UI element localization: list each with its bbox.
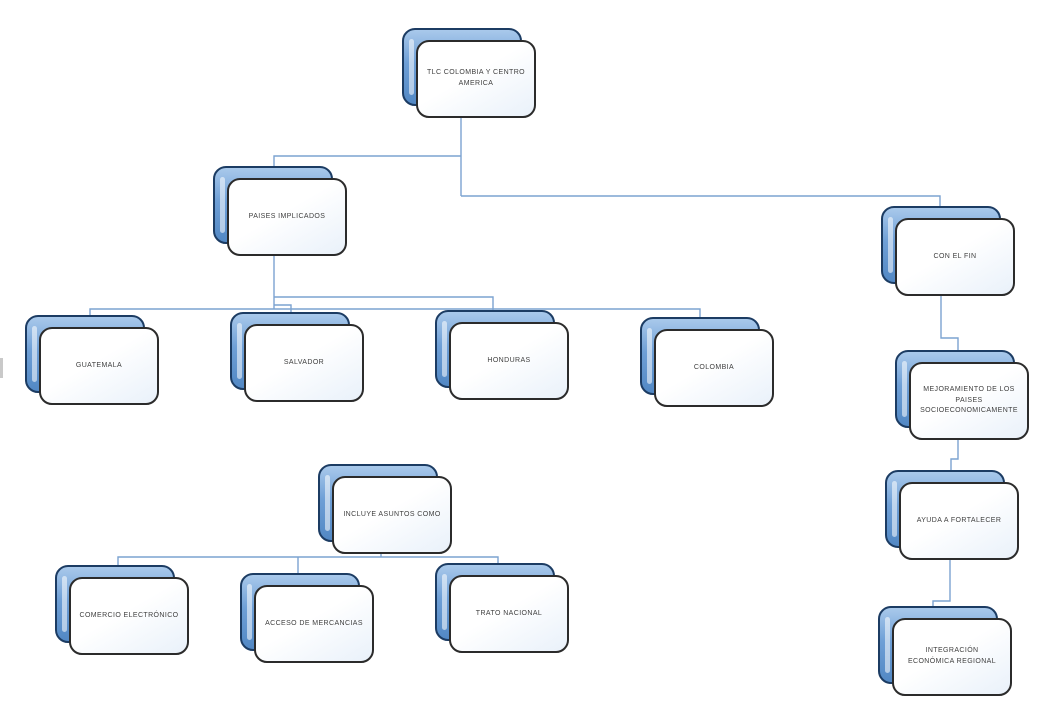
node-label: COMERCIO ELECTRÓNICO — [79, 611, 179, 619]
node-front-box: GUATEMALA — [39, 327, 159, 405]
node-paises-implicados[interactable]: PAISES IMPLICADOS — [213, 166, 351, 260]
connector-confin-mejoramiento — [940, 296, 959, 351]
node-comercio-electronico[interactable]: COMERCIO ELECTRÓNICO — [55, 565, 193, 659]
gloss-highlight — [409, 39, 414, 95]
gloss-highlight — [237, 323, 242, 379]
connector-paises-rail — [89, 308, 701, 318]
node-salvador[interactable]: SALVADOR — [230, 312, 368, 406]
connector-incluye-rail — [117, 556, 499, 566]
node-front-box: ACCESO DE MERCANCIAS — [254, 585, 374, 663]
gloss-highlight — [442, 574, 447, 630]
connector-paises-salvador — [274, 304, 292, 313]
node-front-box: SALVADOR — [244, 324, 364, 402]
gloss-highlight — [220, 177, 225, 233]
node-con-el-fin[interactable]: CON EL FIN — [881, 206, 1019, 300]
node-incluye-asuntos-como[interactable]: INCLUYE ASUNTOS COMO — [318, 464, 456, 558]
gloss-highlight — [442, 321, 447, 377]
node-front-box: PAISES IMPLICADOS — [227, 178, 347, 256]
node-honduras[interactable]: HONDURAS — [435, 310, 573, 404]
connector-paises-honduras — [274, 296, 494, 311]
node-colombia[interactable]: COLOMBIA — [640, 317, 778, 411]
node-front-box: COLOMBIA — [654, 329, 774, 407]
gloss-highlight — [62, 576, 67, 632]
gloss-highlight — [885, 617, 890, 673]
node-label: AYUDA A FORTALECER — [916, 516, 1002, 524]
node-label: INTEGRACIÓN ECONÓMICA REGIONAL — [907, 647, 997, 665]
node-label: INCLUYE ASUNTOS COMO — [343, 510, 441, 518]
node-label: SALVADOR — [283, 358, 325, 366]
gloss-highlight — [647, 328, 652, 384]
node-tlc-colombia-centro-america[interactable]: TLC COLOMBIA Y CENTRO AMERICA — [402, 28, 540, 122]
node-label: CON EL FIN — [933, 252, 977, 260]
node-front-box: HONDURAS — [449, 322, 569, 400]
node-label: COLOMBIA — [693, 363, 735, 371]
node-front-box: COMERCIO ELECTRÓNICO — [69, 577, 189, 655]
gloss-highlight — [902, 361, 907, 417]
node-integracion-economica-regional[interactable]: INTEGRACIÓN ECONÓMICA REGIONAL — [878, 606, 1016, 700]
gloss-highlight — [247, 584, 252, 640]
node-front-box: INTEGRACIÓN ECONÓMICA REGIONAL — [892, 618, 1012, 696]
node-label: GUATEMALA — [75, 361, 123, 369]
node-ayuda-a-fortalecer[interactable]: AYUDA A FORTALECER — [885, 470, 1023, 564]
node-front-box: TLC COLOMBIA Y CENTRO AMERICA — [416, 40, 536, 118]
node-front-box: TRATO NACIONAL — [449, 575, 569, 653]
gloss-highlight — [32, 326, 37, 382]
node-label: HONDURAS — [487, 356, 531, 364]
left-edge-artifact — [0, 358, 3, 378]
node-trato-nacional[interactable]: TRATO NACIONAL — [435, 563, 573, 657]
node-front-box: CON EL FIN — [895, 218, 1015, 296]
connector-mejoramiento-ayuda — [950, 440, 959, 471]
connector-tlc-paises — [273, 155, 461, 167]
node-label: TRATO NACIONAL — [475, 609, 543, 617]
node-label: ACCESO DE MERCANCIAS — [265, 619, 363, 627]
node-front-box: MEJORAMIENTO DE LOS PAISES SOCIOECONOMIC… — [909, 362, 1029, 440]
gloss-highlight — [892, 481, 897, 537]
connector-ayuda-integracion — [932, 560, 951, 608]
gloss-highlight — [325, 475, 330, 531]
node-acceso-de-mercancias[interactable]: ACCESO DE MERCANCIAS — [240, 573, 378, 667]
node-mejoramiento-paises[interactable]: MEJORAMIENTO DE LOS PAISES SOCIOECONOMIC… — [895, 350, 1033, 444]
node-label: TLC COLOMBIA Y CENTRO AMERICA — [427, 69, 525, 87]
node-guatemala[interactable]: GUATEMALA — [25, 315, 163, 409]
node-label: MEJORAMIENTO DE LOS PAISES SOCIOECONOMIC… — [920, 385, 1018, 415]
connector-tlc-confin — [461, 195, 941, 207]
node-label: PAISES IMPLICADOS — [248, 212, 326, 220]
node-front-box: INCLUYE ASUNTOS COMO — [332, 476, 452, 554]
gloss-highlight — [888, 217, 893, 273]
node-front-box: AYUDA A FORTALECER — [899, 482, 1019, 560]
